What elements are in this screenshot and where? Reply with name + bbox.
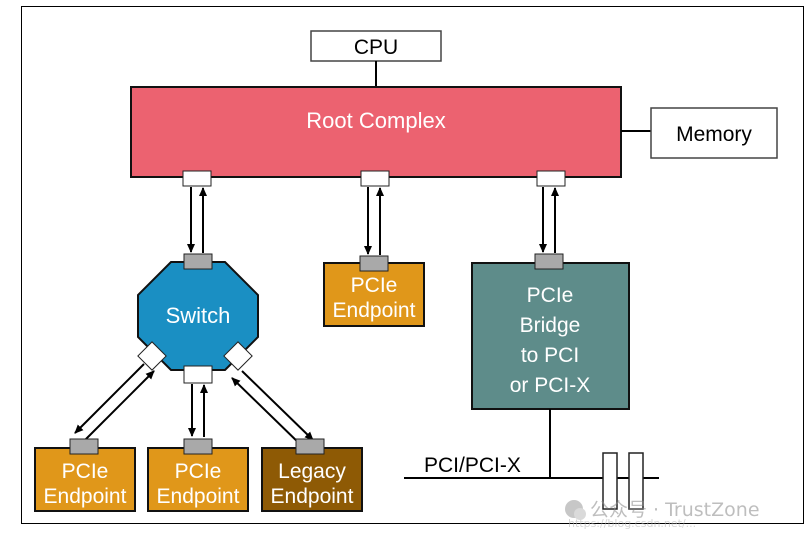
link-rc-endpoint <box>364 187 384 255</box>
switch-block: Switch <box>137 261 259 371</box>
link-rc-switch <box>187 187 207 253</box>
root-complex-label: Root Complex <box>306 108 445 133</box>
bridge-line3: to PCI <box>521 344 579 367</box>
cpu-label: CPU <box>354 36 398 59</box>
pci-slot-2 <box>628 452 644 510</box>
pci-slot-1 <box>602 452 618 510</box>
memory-label: Memory <box>676 123 752 146</box>
switch-upstream-port <box>183 253 213 270</box>
endpoint-left-port <box>69 438 99 455</box>
watermark-url: https://blog.csdn.net/... <box>568 517 696 530</box>
endpoint-left-line1: PCIe <box>62 460 109 483</box>
rc-port-center <box>360 170 390 187</box>
diagram-frame <box>21 6 804 524</box>
watermark: 公众号 · TrustZone https://blog.csdn.net/..… <box>565 499 760 530</box>
legacy-endpoint-port <box>295 438 325 455</box>
pcie-endpoint-center: PCIe Endpoint <box>323 262 425 327</box>
pcie-endpoint-left: PCIe Endpoint <box>34 447 136 512</box>
link-rc-bridge <box>539 187 559 253</box>
bridge-port <box>534 253 564 270</box>
endpoint-center-line1: PCIe <box>351 274 398 297</box>
pcie-endpoint-middle: PCIe Endpoint <box>147 447 249 512</box>
link-switch-endpoint-left <box>74 363 155 441</box>
endpoint-center-line2: Endpoint <box>333 299 416 322</box>
bridge-line1: PCIe <box>527 284 574 307</box>
legacy-endpoint-line1: Legacy <box>278 460 346 483</box>
endpoint-left-line2: Endpoint <box>44 485 127 508</box>
endpoint-middle-line1: PCIe <box>175 460 222 483</box>
endpoint-center-port <box>359 255 389 272</box>
endpoint-middle-line2: Endpoint <box>157 485 240 508</box>
rc-port-left <box>182 170 212 187</box>
switch-port-down-left <box>137 341 167 371</box>
rc-port-right <box>536 170 566 187</box>
legacy-endpoint-line2: Endpoint <box>271 485 354 508</box>
watermark-brand: 公众号 · TrustZone <box>590 499 760 521</box>
switch-port-down-center <box>183 365 213 384</box>
pci-bus-label: PCI/PCI-X <box>424 454 521 477</box>
bridge-line4: or PCI-X <box>510 374 591 397</box>
legacy-endpoint: Legacy Endpoint <box>261 447 363 512</box>
switch-label: Switch <box>166 303 231 328</box>
pcie-bridge-block: PCIe Bridge to PCI or PCI-X <box>471 262 630 410</box>
root-complex-block: Root Complex <box>130 86 622 178</box>
cpu-block: CPU <box>310 30 442 62</box>
bridge-line2: Bridge <box>520 314 581 337</box>
memory-block: Memory <box>650 107 778 159</box>
link-switch-legacy-endpoint <box>231 370 314 448</box>
link-switch-endpoint-middle <box>188 384 208 437</box>
endpoint-middle-port <box>183 438 213 455</box>
switch-shape <box>137 261 259 371</box>
switch-port-down-right <box>223 341 253 371</box>
